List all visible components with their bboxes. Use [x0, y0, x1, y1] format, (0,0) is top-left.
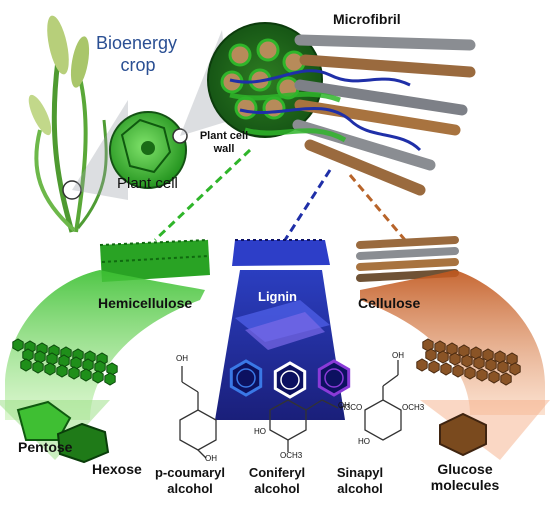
- coniferyl-och3: OCH3: [280, 451, 303, 460]
- lignin-label: Lignin: [258, 289, 297, 304]
- hexose-label: Hexose: [92, 461, 142, 477]
- cellulose-label: Cellulose: [358, 295, 421, 311]
- hemicellulose-structure: [99, 239, 210, 282]
- microfibril-bundle: [234, 96, 258, 120]
- glucose-hexagon: [428, 360, 440, 374]
- sinapyl-label-line2: alcohol: [337, 481, 383, 496]
- hemicellulose-hexagon: [56, 364, 68, 378]
- glucose-hexagon: [416, 358, 428, 372]
- glucose-hexagon: [485, 358, 497, 372]
- lignin-monomer-ring: [273, 361, 307, 399]
- hemicellulose-hexagon: [20, 358, 32, 372]
- microfibril-bundle: [228, 43, 252, 67]
- plant-cell-wall-label-line2: wall: [213, 143, 235, 155]
- hemicellulose-hexagon: [70, 356, 82, 370]
- pentose-label: Pentose: [18, 439, 73, 455]
- hemicellulose-hexagon: [34, 350, 46, 364]
- coniferyl-label-line2: alcohol: [254, 481, 300, 496]
- glucose-hexagon: [461, 354, 473, 368]
- hemicellulose-hexagon-sheet: [12, 338, 118, 386]
- sinapyl-ho: HO: [358, 437, 370, 446]
- pentose-icon: [16, 400, 72, 441]
- cellulose-structure: [356, 236, 459, 282]
- glucose-hexagon: [509, 362, 521, 376]
- glucose-hexagon: [476, 368, 488, 382]
- lignin-network: [235, 300, 330, 350]
- zoom-cone-plant: [72, 100, 128, 200]
- coniferyl-label-line1: Coniferyl: [248, 465, 306, 480]
- glucose-hexagon: [500, 372, 512, 386]
- bioenergy-crop-plant-icon: [28, 15, 108, 233]
- connector-hemicellulose: [153, 148, 252, 242]
- hexose-icon: [56, 422, 110, 464]
- coniferyl-oh-top: OH: [338, 401, 350, 410]
- hemicellulose-hexagon: [80, 368, 92, 382]
- glucose-hexagon: [449, 352, 461, 366]
- microfibril-bundle: [256, 38, 280, 62]
- hemicellulose-hexagon: [82, 358, 94, 372]
- hemicellulose-hexagon: [44, 362, 56, 376]
- coniferyl-structure: [269, 399, 339, 452]
- glucose-label-line2: molecules: [430, 477, 500, 493]
- glucose-label-line1: Glucose: [437, 461, 493, 477]
- p-coumaryl-structure: [179, 366, 217, 459]
- connector-cellulose: [348, 174, 407, 241]
- microfibril-rods: [229, 34, 476, 196]
- p-coumaryl-label-line2: alcohol: [167, 481, 213, 496]
- lignin-monomer-ring: [229, 359, 263, 397]
- glucose-hexagon: [464, 366, 476, 380]
- p-coumaryl-oh-bottom: OH: [205, 454, 217, 463]
- plant-cell-label: Plant cell: [117, 175, 178, 192]
- hemicellulose-hexagon: [104, 372, 116, 386]
- sinapyl-h3co: H3CO: [340, 403, 363, 412]
- p-coumaryl-oh-top: OH: [176, 354, 188, 363]
- plant-cell-icon: [109, 111, 188, 189]
- glucose-hexagon: [488, 370, 500, 384]
- glucose-hexagon: [473, 356, 485, 370]
- hemicellulose-hexagon: [32, 360, 44, 374]
- hemicellulose-hexagon: [46, 352, 58, 366]
- hemicellulose-label: Hemicellulose: [98, 295, 193, 311]
- microfibril-bundle: [262, 96, 286, 120]
- glucose-molecule-icon: [439, 412, 487, 457]
- sinapyl-structure: [364, 360, 402, 441]
- p-coumaryl-label-line1: p-coumaryl: [154, 465, 226, 480]
- bioenergy-crop-title-line2: crop: [120, 55, 156, 75]
- glucose-hexagon: [440, 362, 452, 376]
- hemicellulose-hexagon: [68, 366, 80, 380]
- plant-cell-wall-label-line1: Plant cell: [199, 130, 249, 142]
- glucose-hexagon-sheet: [416, 338, 521, 386]
- glucose-hexagon: [452, 364, 464, 378]
- hemicellulose-hexagon: [12, 338, 24, 352]
- sinapyl-label-line1: Sinapyl: [336, 465, 384, 480]
- microfibril-label: Microfibril: [333, 11, 401, 27]
- sinapyl-och3: OCH3: [402, 403, 425, 412]
- glucose-hexagon: [497, 360, 509, 374]
- lignin-monomer-ring: [317, 359, 351, 397]
- connector-lignin: [283, 169, 332, 241]
- hemicellulose-hexagon: [94, 360, 106, 374]
- glucose-hexagon: [437, 350, 449, 364]
- hemicellulose-hexagon: [92, 370, 104, 384]
- coniferyl-ho: HO: [254, 427, 266, 436]
- sinapyl-oh-top: OH: [392, 351, 404, 360]
- glucose-hexagon: [425, 348, 437, 362]
- bioenergy-crop-title-line1: Bioenergy: [96, 33, 178, 53]
- hemicellulose-hexagon: [58, 354, 70, 368]
- hemicellulose-hexagon: [22, 348, 34, 362]
- hemicellulose-hexagon: [106, 362, 118, 376]
- lignin-structure: [232, 239, 330, 266]
